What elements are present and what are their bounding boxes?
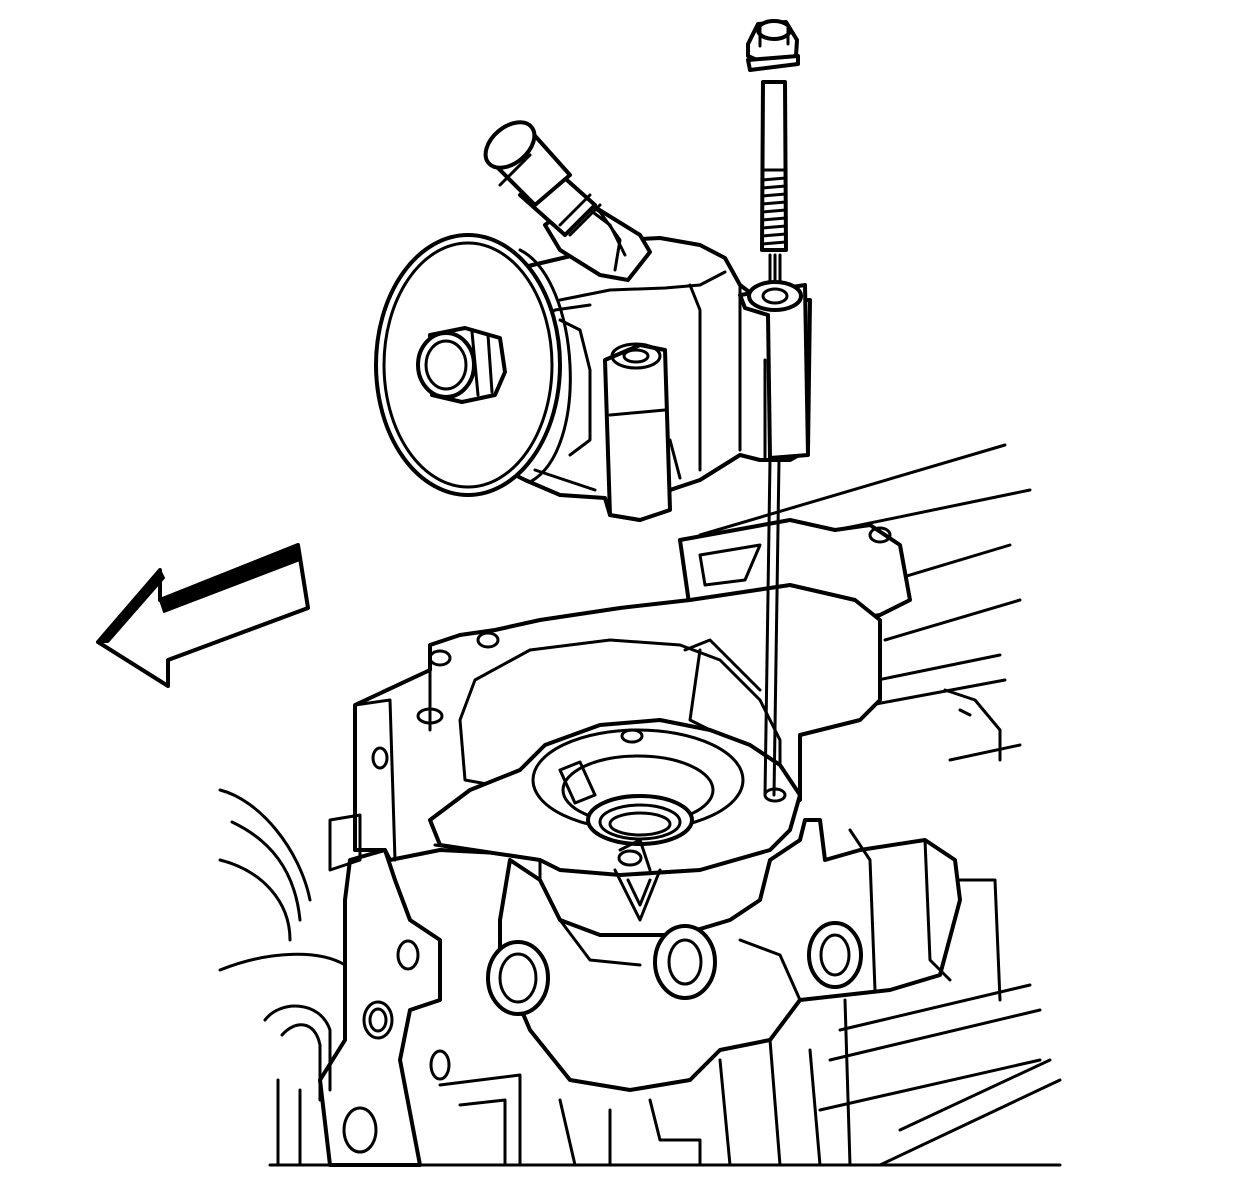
power-steering-pump [503,236,812,522]
mounting-bolt [746,19,800,284]
pump-pulley [374,233,572,497]
alignment-guide-line [763,458,781,797]
engine-block [218,443,1062,1167]
direction-arrow [96,543,310,688]
pump-outlet-fitting [483,120,652,282]
